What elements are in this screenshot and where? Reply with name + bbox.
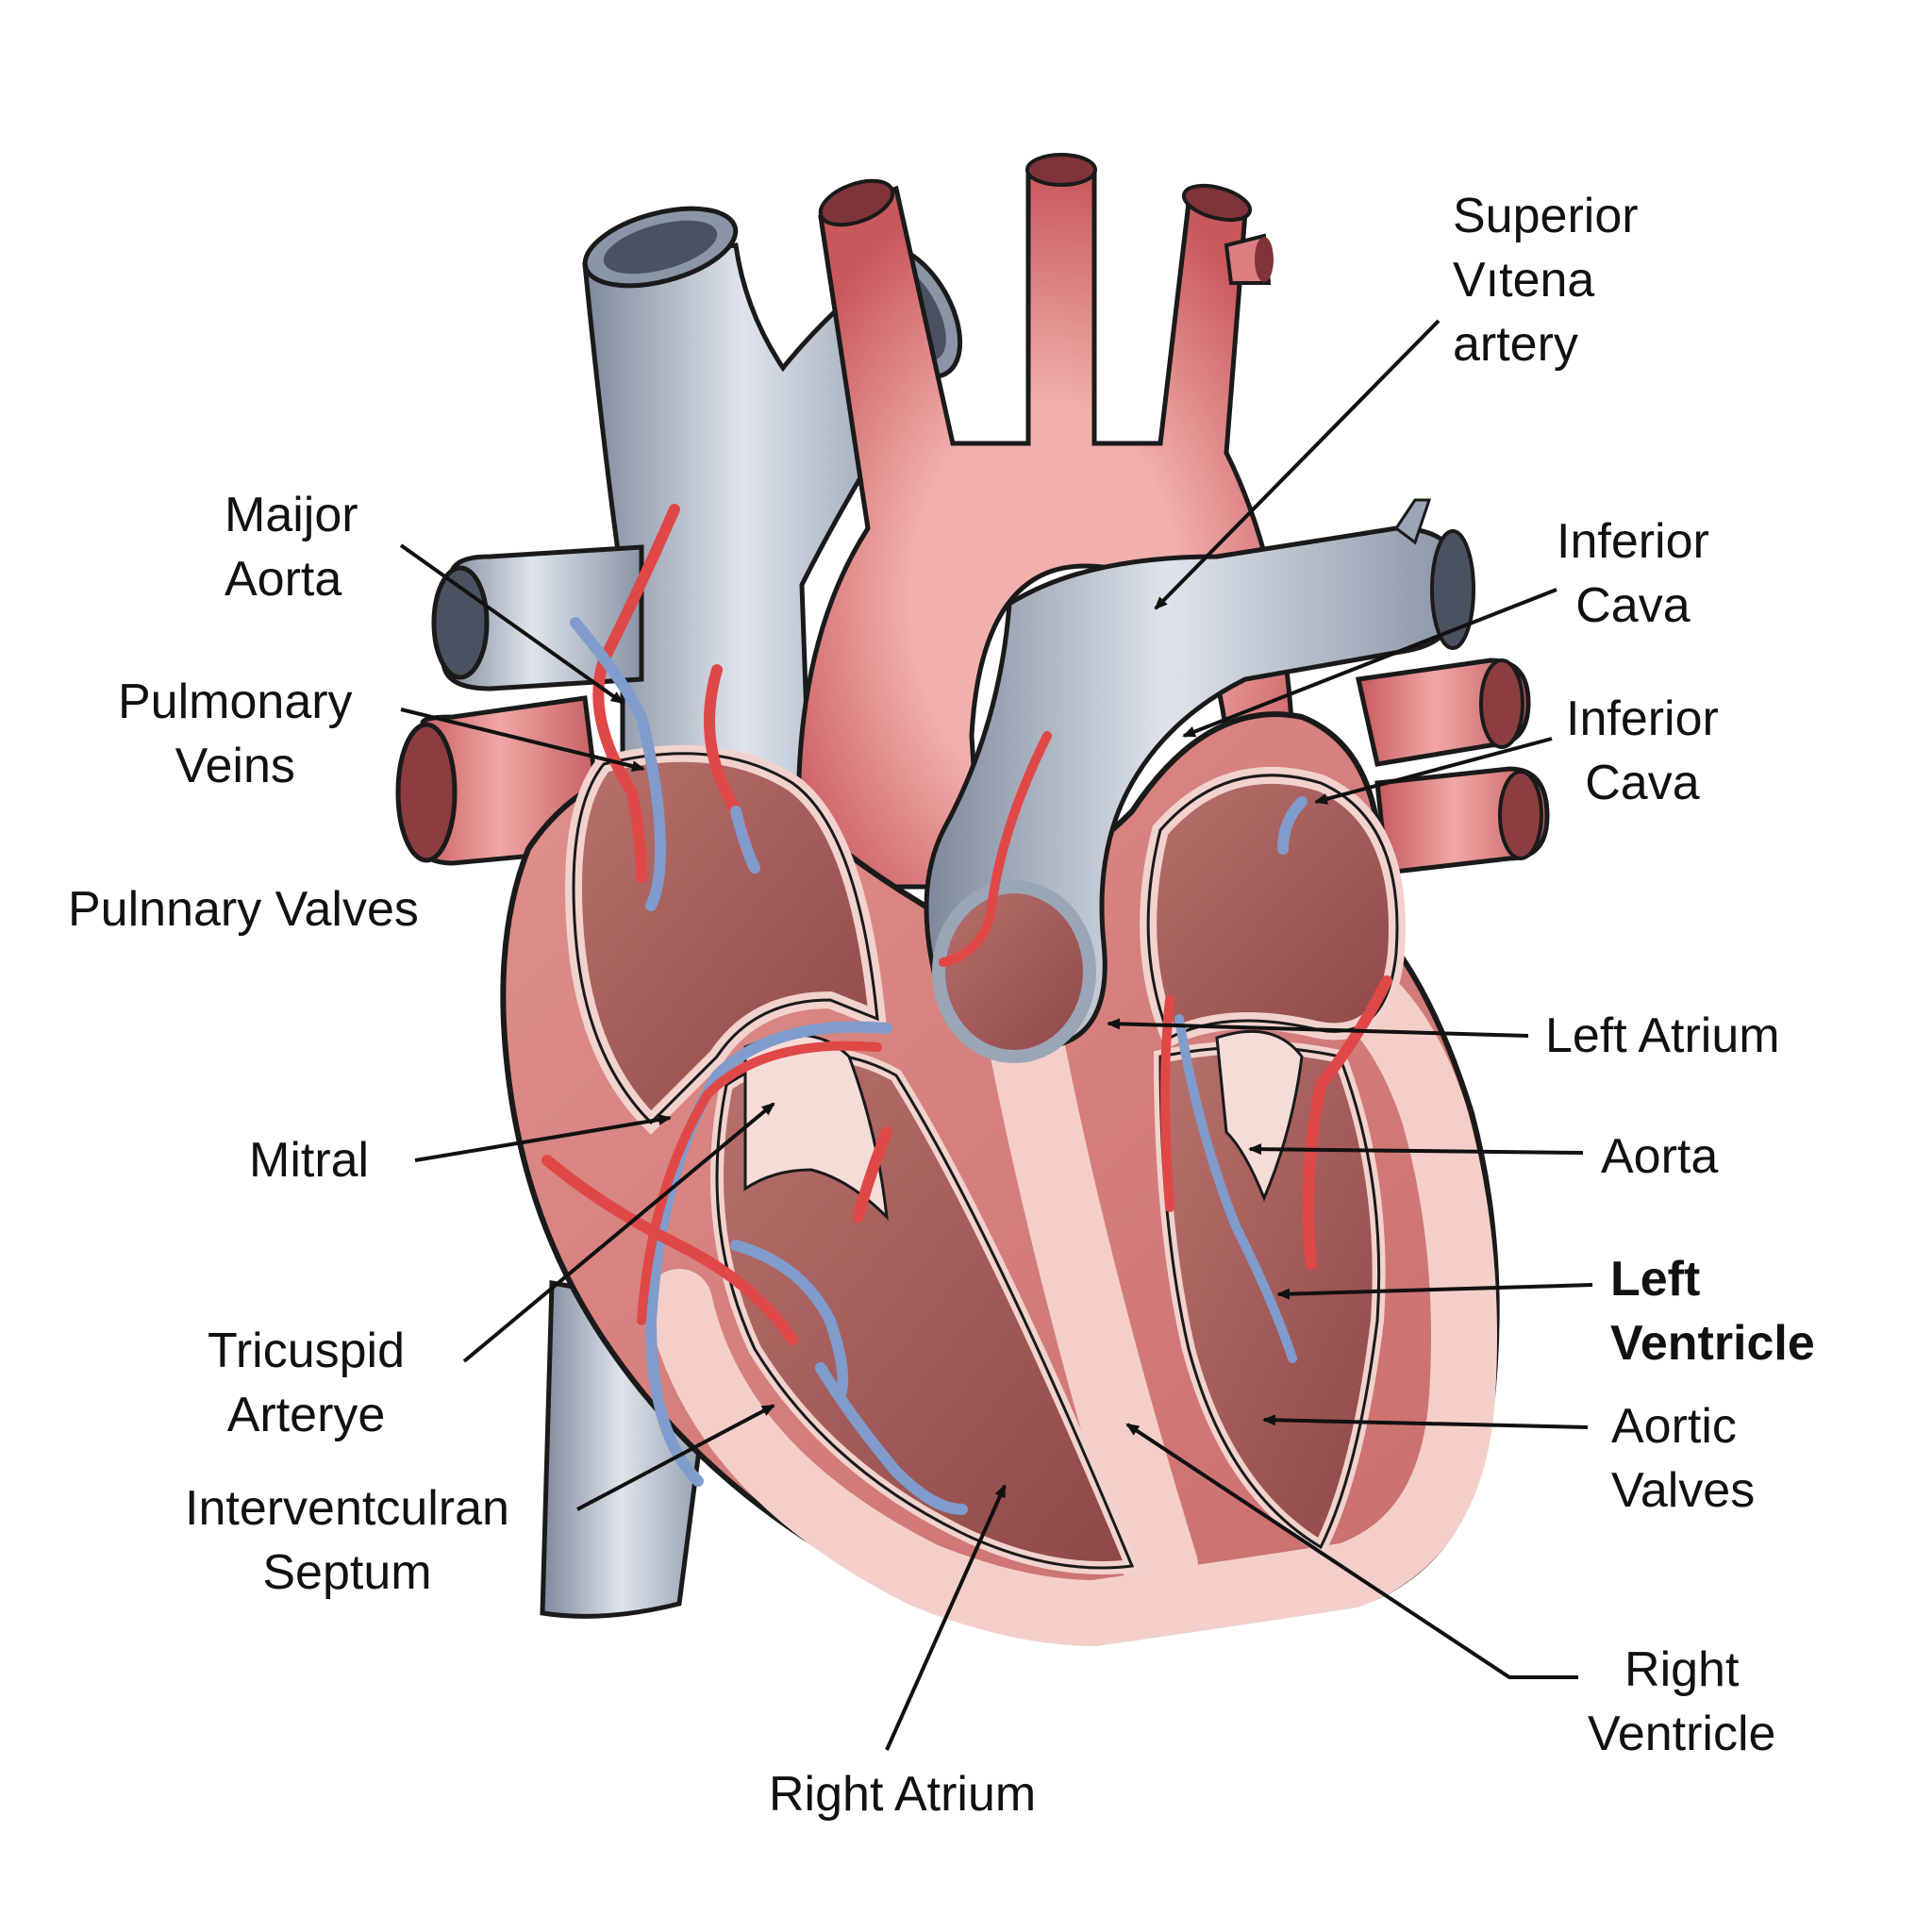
label-line: Left Atrium [1545,1008,1780,1063]
label-line: Superior [1453,189,1639,243]
label-line: Arterye [226,1388,386,1442]
label-left-atrium: Left Atrium [1545,1004,1780,1068]
label-inferior-cava-2: Inferior Cava [1566,687,1719,815]
label-line: Inferior [1557,514,1709,569]
label-superior-vitena-artery: Superior Vıtena artery [1453,184,1639,376]
label-mitral: Mitral [249,1128,369,1192]
label-line: Right [1624,1642,1740,1697]
label-line: Septum [262,1545,432,1600]
label-right-ventricle: Right Ventricle [1588,1638,1775,1766]
label-line: Pulnnary Valves [68,882,419,937]
label-line: Ventricle [1588,1707,1776,1761]
label-aorta: Aorta [1601,1124,1718,1189]
label-line: Tricuspid [208,1324,406,1378]
label-line: Valves [1611,1463,1756,1518]
label-line: Vıtena [1453,253,1595,308]
label-line: Right Atrium [769,1767,1037,1822]
right-atrium-chamber [565,744,888,1135]
label-tricuspid-arterye: Tricuspid Arterye [208,1319,405,1447]
label-line: Left [1610,1252,1701,1307]
right-ventricle-chamber [710,1033,1142,1574]
label-right-atrium: Right Atrium [769,1762,1036,1826]
label-line: Aorta [225,552,342,607]
label-inferior-cava-1: Inferior Cava [1557,509,1709,638]
label-left-ventricle: Left Ventricle [1610,1247,1815,1375]
label-pulmonary-veins: Pulmonary Veins [118,670,353,798]
left-atrium-chamber [1140,766,1406,1050]
label-line: Aorta [1601,1129,1719,1184]
label-line: Veins [175,739,295,793]
label-line: Cava [1585,756,1700,810]
right-vessels-shape [1355,658,1550,875]
label-line: Ventricle [1610,1316,1815,1371]
label-aortic-valves: Aortic Valves [1611,1394,1755,1523]
label-line: Interventculran [185,1481,509,1536]
label-line: Aortic [1611,1399,1737,1454]
label-line: Cava [1575,578,1690,633]
label-line: Inferior [1566,691,1719,746]
label-interventculran-septum: Interventculran Septum [185,1476,509,1605]
central-vena-cava-shape [924,498,1475,1063]
label-line: Maijor [225,488,358,542]
label-pulnnary-valves: Pulnnary Valves [68,877,419,941]
label-line: artery [1453,317,1578,372]
coronary-vessels [541,504,1392,1515]
label-major-aorta: Maijor Aorta [225,483,358,611]
leader-lines [399,319,1593,1751]
label-line: Pulmonary [118,675,353,729]
label-line: Mitral [249,1133,370,1188]
